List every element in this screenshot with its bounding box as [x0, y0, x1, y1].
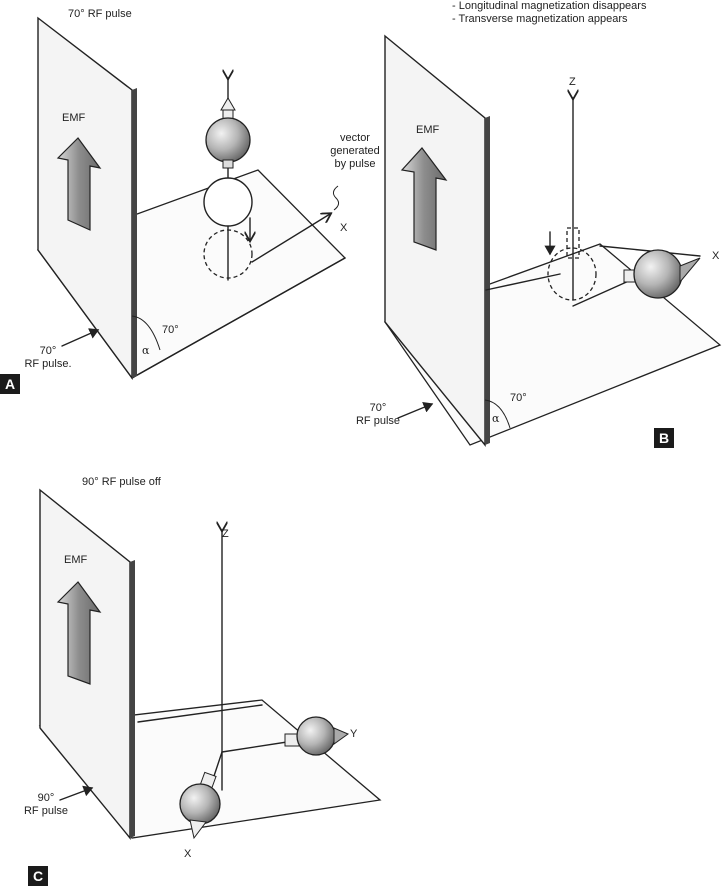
panel-c-x-sphere	[179, 783, 221, 825]
panel-b-angle-label: 70°	[510, 392, 527, 404]
panel-c-y-label: Y	[350, 728, 358, 740]
panel-c-x-label: X	[184, 848, 192, 860]
panel-a-emf-label: EMF	[62, 112, 86, 124]
panel-b-pulse-label: 70° RF pulse	[350, 402, 406, 428]
panel-c-y-sphere	[296, 716, 336, 756]
panel-a-pulse-label: 70° RF pulse.	[20, 345, 76, 371]
panel-b-angle-arc	[484, 399, 511, 429]
panel-c-title: 90° RF pulse off	[82, 476, 161, 488]
panel-a-dashed-sphere	[203, 229, 253, 279]
panel-b-rf-arrow	[397, 402, 434, 419]
panel-a-spin-sphere	[205, 117, 251, 163]
panel-b-dashed-sphere	[547, 247, 597, 301]
panel-a-angle-label: 70°	[162, 324, 179, 336]
panel-c-rf-arrow	[59, 785, 94, 801]
panel-b-diagram	[383, 34, 722, 447]
pulse-label-line-1: 90°	[37, 792, 55, 804]
panel-c-z-label: Z	[222, 528, 229, 540]
note-line-2: - Transverse magnetization appears	[452, 13, 628, 25]
panel-a-x-label: X	[340, 222, 348, 234]
note-line-1: - Longitudinal magnetization disappears	[452, 0, 647, 12]
panel-b-notes: - Longitudinal magnetization disappears …	[452, 0, 646, 26]
vector-note-line-1: vector	[340, 132, 370, 144]
vector-note-line-3: by pulse	[334, 158, 376, 170]
panel-c-diagram	[38, 488, 382, 840]
panel-a-diagram	[36, 16, 347, 381]
panel-a-rf-arrow	[61, 328, 100, 347]
panel-a-pulse-vector	[251, 214, 330, 263]
panel-b-z-label: Z	[569, 76, 576, 88]
panel-b-x-label: X	[712, 250, 720, 262]
panel-a-angle-arc	[131, 315, 161, 351]
pulse-label-line-2: RF pulse	[23, 805, 69, 817]
panel-b-emf-label: EMF	[416, 124, 440, 136]
vector-note-line-2: generated	[330, 145, 380, 157]
panel-a-title: 70° RF pulse	[68, 8, 132, 20]
pulse-label-line-2: RF pulse.	[24, 358, 72, 370]
panel-a-badge: A	[0, 374, 20, 394]
panel-a-alpha-label: α	[142, 344, 150, 357]
panel-a-emf-arrow	[56, 137, 102, 231]
pulse-label-line-1: 70°	[39, 345, 57, 357]
panel-c-badge: C	[28, 866, 48, 886]
pulse-label-line-2: RF pulse	[355, 415, 401, 427]
panel-b-emf-arrow	[400, 147, 448, 251]
panel-a-white-sphere	[203, 177, 253, 227]
panel-a-vector-note: vector generated by pulse	[328, 132, 382, 171]
panel-c-emf-arrow	[56, 581, 102, 685]
panel-b-badge: B	[654, 428, 674, 448]
panel-c-emf-label: EMF	[64, 554, 88, 566]
panel-b-alpha-label: α	[492, 412, 500, 425]
panel-b-spin-sphere	[633, 249, 683, 299]
pulse-label-line-1: 70°	[369, 402, 387, 414]
panel-c-pulse-label: 90° RF pulse	[18, 792, 74, 818]
